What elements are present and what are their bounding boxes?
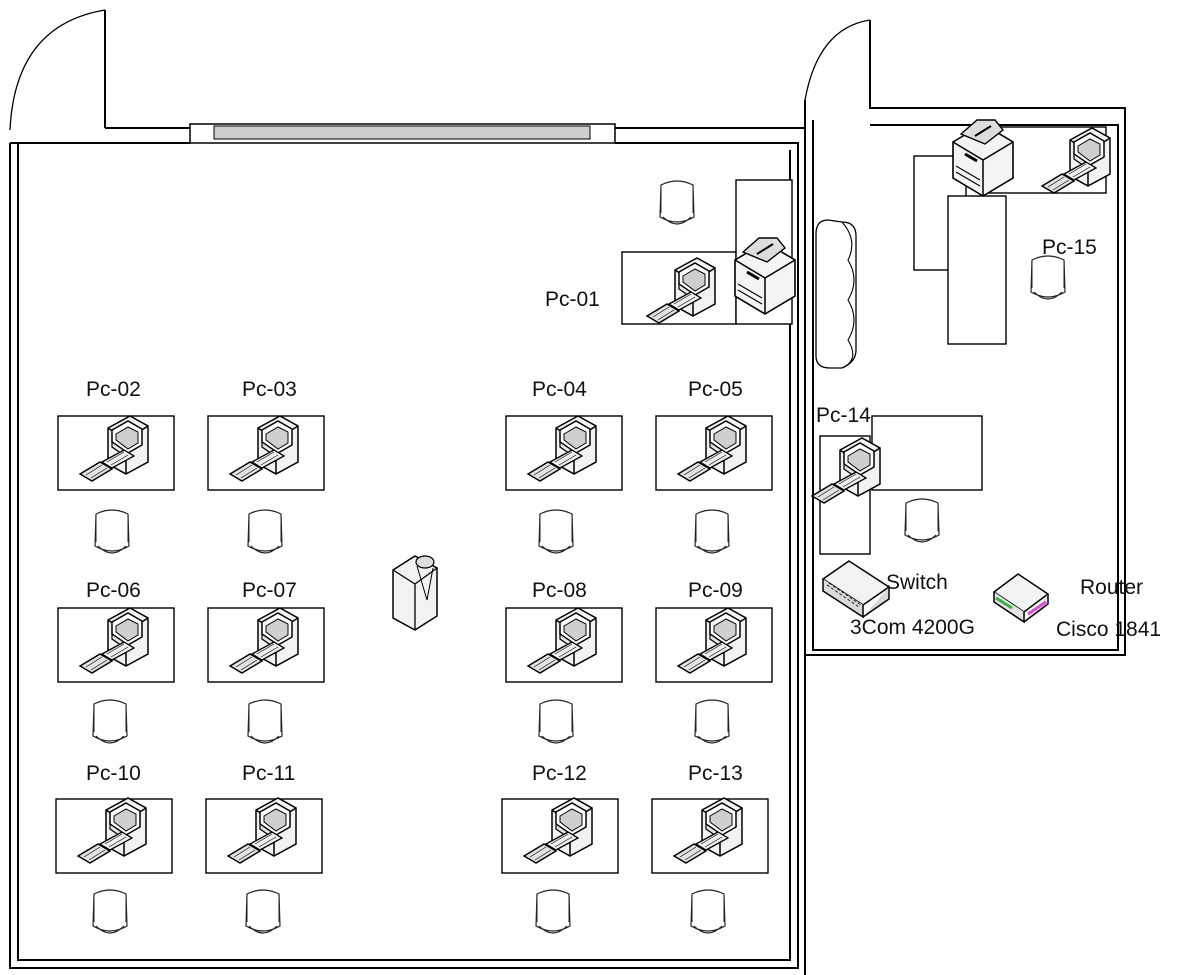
pc-label: Pc-10 bbox=[86, 762, 141, 785]
switch-icon bbox=[821, 560, 891, 619]
pc-label: Pc-07 bbox=[242, 579, 297, 602]
chair-icon bbox=[92, 699, 128, 744]
switch-model: 3Com 4200G bbox=[850, 616, 975, 639]
door-swing-right bbox=[804, 19, 871, 101]
chair-icon bbox=[659, 180, 695, 225]
chair-icon bbox=[538, 699, 574, 744]
pc-label: Pc-03 bbox=[242, 378, 297, 401]
pc-label: Pc-12 bbox=[532, 762, 587, 785]
router-label: Router bbox=[1080, 576, 1143, 599]
pc-label: Pc-04 bbox=[532, 378, 587, 401]
pc-label: Pc-05 bbox=[688, 378, 743, 401]
pc-label: Pc-01 bbox=[545, 288, 600, 311]
pc-label: Pc-02 bbox=[86, 378, 141, 401]
chair-icon bbox=[94, 509, 130, 554]
chair-icon bbox=[247, 509, 283, 554]
walls bbox=[9, 9, 1126, 975]
chair-icon bbox=[92, 889, 128, 934]
door-swing-left bbox=[9, 9, 106, 131]
chair-icon bbox=[535, 889, 571, 934]
chair-icon bbox=[694, 509, 730, 554]
chair-icon bbox=[690, 889, 726, 934]
chair-icon bbox=[1030, 255, 1066, 300]
pc-label: Pc-06 bbox=[86, 579, 141, 602]
chair-icon bbox=[904, 498, 940, 543]
labels: Pc-01 Pc-02 Pc-03 Pc-04 Pc-05 Pc-06 Pc-0… bbox=[86, 236, 1161, 785]
pc-label: Pc-15 bbox=[1042, 236, 1097, 259]
switch-label: Switch bbox=[886, 571, 948, 594]
pc-label: Pc-09 bbox=[688, 579, 743, 602]
router-model: Cisco 1841 bbox=[1056, 618, 1161, 641]
chair-icon bbox=[245, 889, 281, 934]
pc-label: Pc-14 bbox=[816, 404, 871, 427]
chair-icon bbox=[247, 699, 283, 744]
pc-label: Pc-13 bbox=[688, 762, 743, 785]
pc-label: Pc-11 bbox=[242, 762, 295, 785]
projector-icon bbox=[392, 555, 438, 631]
chair-icon bbox=[694, 699, 730, 744]
pc-label: Pc-08 bbox=[532, 579, 587, 602]
router-icon bbox=[992, 573, 1050, 624]
chair-icon bbox=[538, 509, 574, 554]
